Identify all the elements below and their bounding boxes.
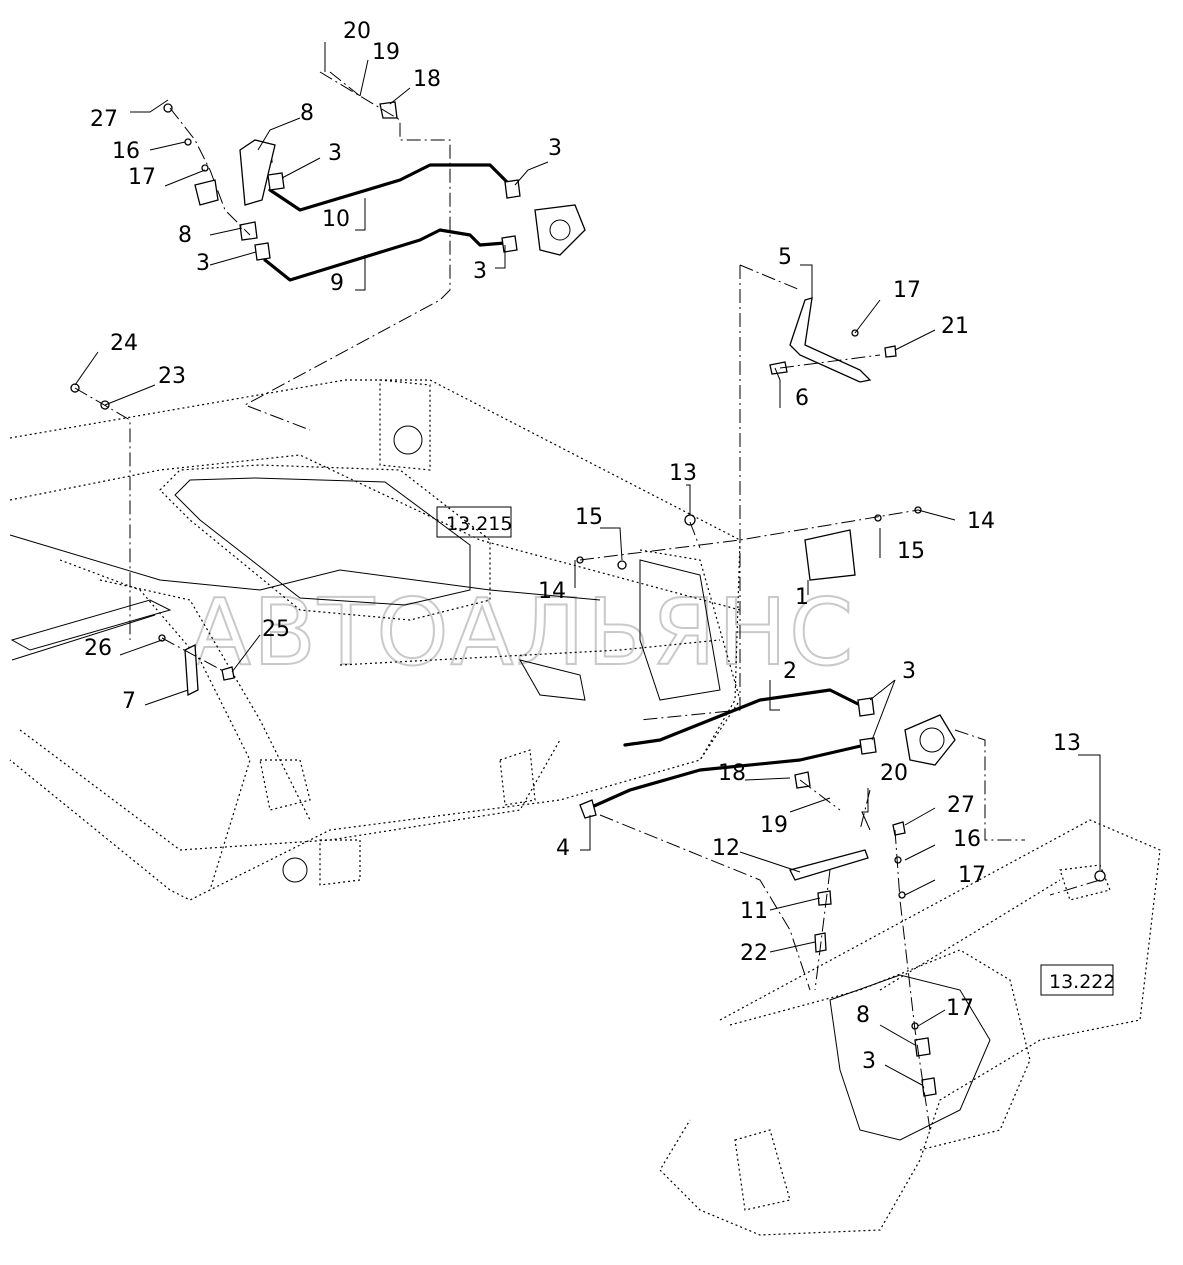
callout-19-mid: 19: [760, 813, 788, 838]
clip-18-top: [379, 101, 398, 119]
flange-middle: [904, 714, 956, 766]
tube-4: [583, 743, 867, 812]
reference-label: 13.215: [446, 513, 512, 535]
callout-17-mid: 17: [958, 863, 986, 888]
callout-3-center: 3: [902, 659, 916, 684]
callout-14-right: 14: [967, 509, 995, 534]
center-right-parts: [576, 506, 922, 581]
callout-8-lower: 8: [856, 1003, 870, 1028]
callout-7: 7: [122, 689, 136, 714]
callout-3-top: 3: [328, 141, 342, 166]
bracket-5: [789, 297, 872, 383]
callout-23: 23: [158, 364, 186, 389]
callout-17-lower: 17: [946, 996, 974, 1021]
reference-box-13-222: 13.222: [1040, 964, 1115, 996]
clamp-top: [194, 179, 219, 206]
reference-label: 13.222: [1049, 971, 1115, 993]
callout-13-right: 13: [1053, 731, 1081, 756]
bracket-12: [789, 849, 869, 881]
tube-9: [263, 228, 507, 282]
washer-6: [769, 361, 788, 375]
callout-15-center: 15: [575, 505, 603, 530]
callout-numbers: 20 19 18 27 16 17 8 3 3 10 8 3 9 3 24 23…: [84, 19, 1081, 1074]
callout-12: 12: [712, 836, 740, 861]
fitting-8-lower: [914, 1037, 931, 1057]
callout-3-mid-right: 3: [473, 259, 487, 284]
lower-right-housing: [659, 819, 1161, 1236]
fitting-3-right-mid: [501, 235, 518, 253]
callout-17-right: 17: [893, 278, 921, 303]
callout-16-mid: 16: [953, 827, 981, 852]
chassis-frame: [9, 379, 741, 901]
callout-leaders: [74, 42, 1101, 1086]
callout-20-mid: 20: [880, 761, 908, 786]
bracket-5-assembly: [639, 264, 897, 721]
callout-10: 10: [322, 207, 350, 232]
clamp-4: [579, 799, 597, 819]
callout-18-mid: 18: [718, 761, 746, 786]
callout-27-mid: 27: [947, 793, 975, 818]
fitting-3-right-top: [504, 179, 521, 199]
callout-3-top-right: 3: [548, 136, 562, 161]
fitting-11: [817, 890, 832, 906]
callout-13-center: 13: [669, 461, 697, 486]
callout-8-top: 8: [300, 101, 314, 126]
callout-4: 4: [556, 836, 570, 861]
clip-18-mid: [794, 771, 811, 789]
flange-top: [534, 204, 586, 256]
callout-3-mid: 3: [196, 251, 210, 276]
callout-5: 5: [778, 245, 792, 270]
left-small-parts: [70, 383, 235, 697]
callout-3-lower: 3: [862, 1049, 876, 1074]
callout-20-top: 20: [343, 19, 371, 44]
fitting-3-lower: [921, 1077, 937, 1097]
callout-17-top: 17: [128, 165, 156, 190]
tube-2: [623, 688, 862, 747]
callout-1: 1: [795, 585, 809, 610]
callout-19-top: 19: [372, 40, 400, 65]
callout-2: 2: [783, 659, 797, 684]
fitting-8-mid: [239, 221, 258, 241]
callout-6: 6: [795, 386, 809, 411]
reference-box-13-215: 13.215: [436, 506, 512, 538]
fitting-3-top: [267, 172, 285, 191]
fitting-3-mid: [254, 242, 271, 261]
callout-15-right: 15: [897, 539, 925, 564]
tube-10: [268, 163, 512, 212]
bracket-7: [184, 643, 199, 697]
callout-25: 25: [262, 617, 290, 642]
tube-assembly-top: [163, 71, 586, 431]
fitting-3-mid-right: [857, 697, 875, 717]
fitting-3-mid-right-2: [859, 737, 877, 755]
callout-22: 22: [740, 941, 768, 966]
callout-11: 11: [740, 899, 768, 924]
callout-24: 24: [110, 331, 138, 356]
callout-14-center: 14: [538, 579, 566, 604]
cover-1: [804, 529, 856, 581]
callout-21: 21: [941, 314, 969, 339]
bracket-top: [239, 139, 276, 206]
callout-26: 26: [84, 636, 112, 661]
callout-16-top: 16: [112, 139, 140, 164]
callout-8-mid: 8: [178, 223, 192, 248]
tube-assembly-middle: [579, 688, 1025, 991]
callout-18-top: 18: [413, 67, 441, 92]
callout-9: 9: [330, 271, 344, 296]
callout-27-top: 27: [90, 107, 118, 132]
